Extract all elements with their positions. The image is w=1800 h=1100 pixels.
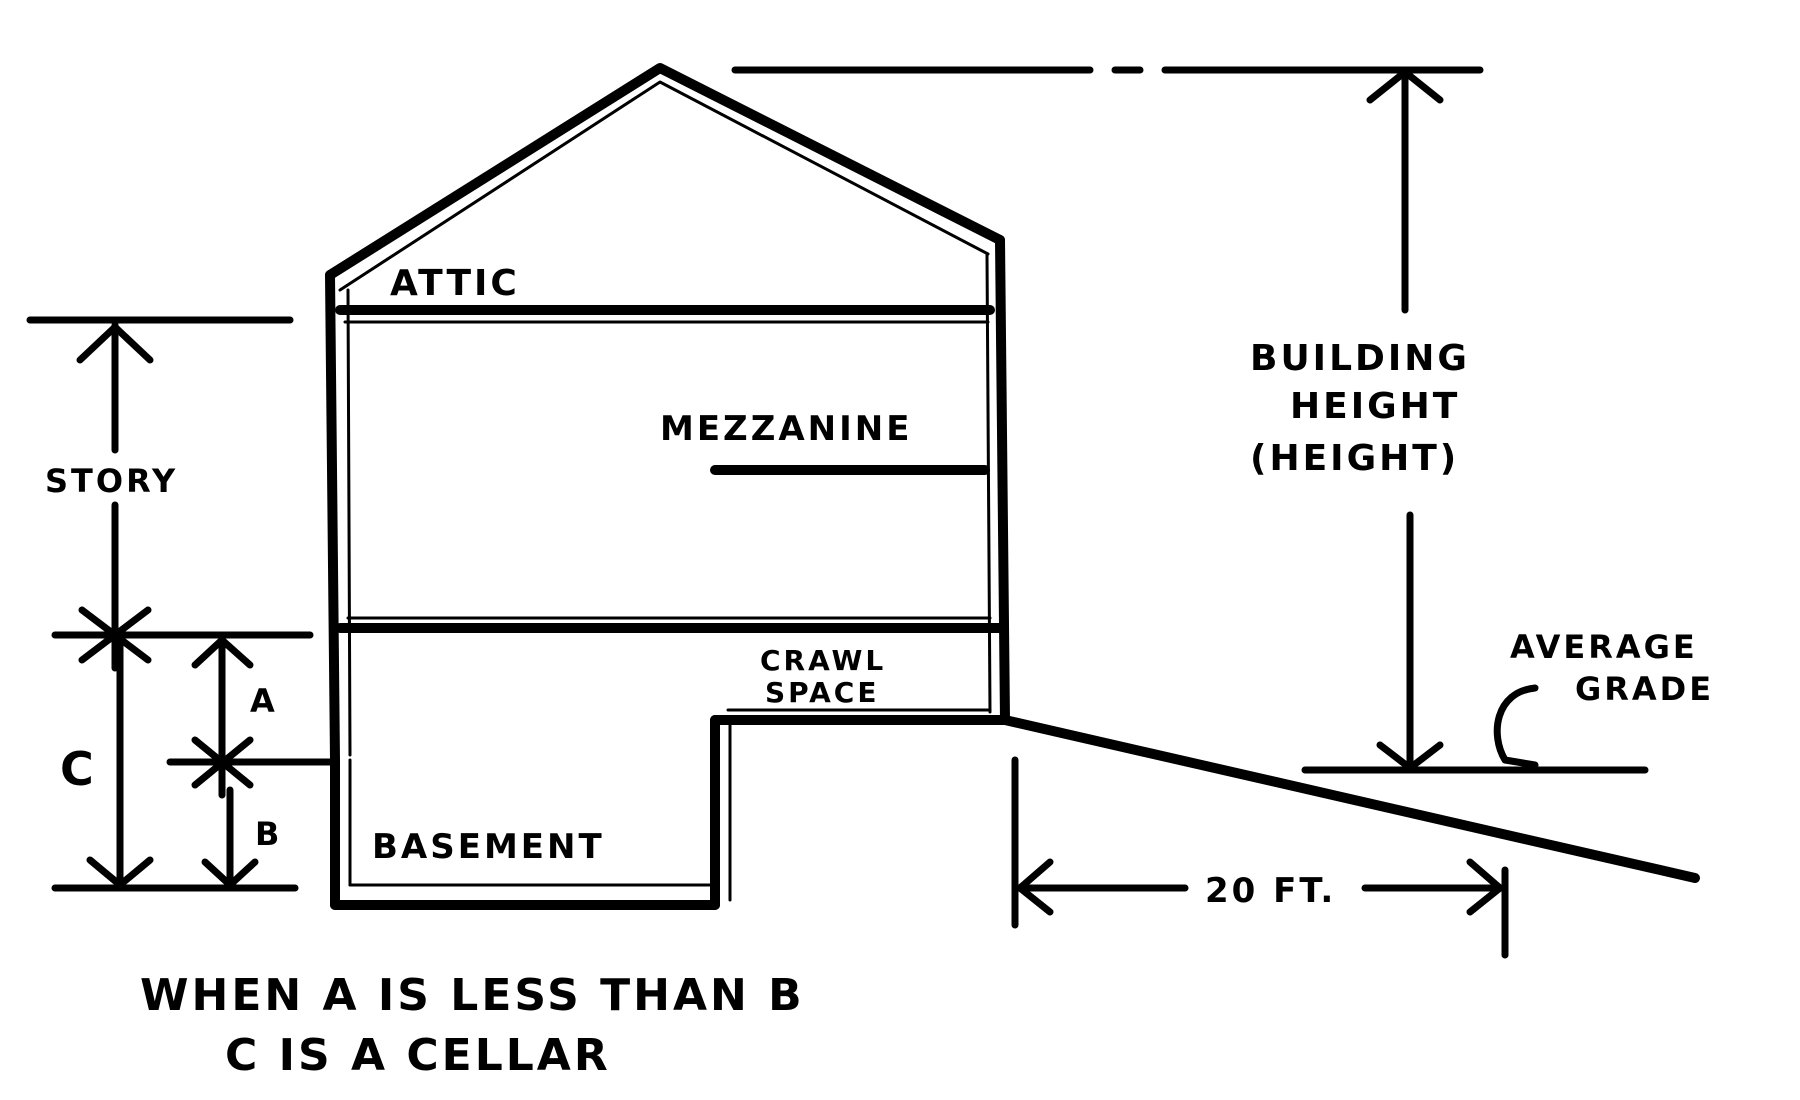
distance-arrowhead-left	[1016, 858, 1054, 916]
distance-dimension	[1011, 756, 1509, 959]
building-height-label-line2: HEIGHT	[1290, 386, 1460, 427]
average-grade-label-line2: GRADE	[1575, 670, 1714, 708]
left-wall	[325, 270, 340, 765]
dim-c-label: C	[60, 742, 97, 796]
building-height-label-line1: BUILDING	[1250, 338, 1470, 379]
story-arrowhead-top	[76, 323, 154, 364]
right-wall	[995, 235, 1010, 725]
height-arrowhead-bottom	[1376, 741, 1444, 772]
basement-label: BASEMENT	[372, 827, 605, 867]
story-star	[76, 598, 154, 672]
height-arrowhead-top	[1366, 68, 1444, 104]
story-dimension	[26, 316, 314, 672]
story-label: STORY	[45, 462, 178, 500]
b-arrowhead-bottom	[201, 858, 259, 889]
building-outline	[325, 63, 1010, 910]
caption-line1: WHEN A IS LESS THAN B	[140, 970, 805, 1021]
average-grade-label-line1: AVERAGE	[1510, 628, 1698, 666]
building-height-label-line3: (HEIGHT)	[1250, 438, 1459, 479]
roof-inner	[338, 80, 990, 292]
distance-arrowhead-right	[1466, 858, 1504, 916]
roof	[325, 63, 1005, 280]
average-grade-leader	[1493, 684, 1539, 769]
building-height-dimension	[731, 66, 1484, 772]
mezzanine-label: MEZZANINE	[660, 409, 912, 449]
dim-b-label: B	[255, 815, 282, 853]
c-arrowhead-bottom	[86, 856, 154, 889]
caption-line2: C IS A CELLAR	[225, 1030, 611, 1081]
a-arrowhead-top	[191, 636, 254, 669]
ab-star	[191, 726, 254, 799]
basement-dimensions	[51, 636, 334, 892]
dim-a-label: A	[250, 682, 278, 720]
sloped-grade-line	[1000, 715, 1700, 883]
distance-label: 20 FT.	[1205, 871, 1336, 911]
left-wall-inner	[346, 288, 352, 757]
right-wall-inner	[985, 253, 992, 714]
crawl-space-label-line1: CRAWL	[760, 644, 886, 677]
crawl-space-label-line2: SPACE	[765, 676, 879, 709]
attic-label: ATTIC	[390, 263, 520, 304]
